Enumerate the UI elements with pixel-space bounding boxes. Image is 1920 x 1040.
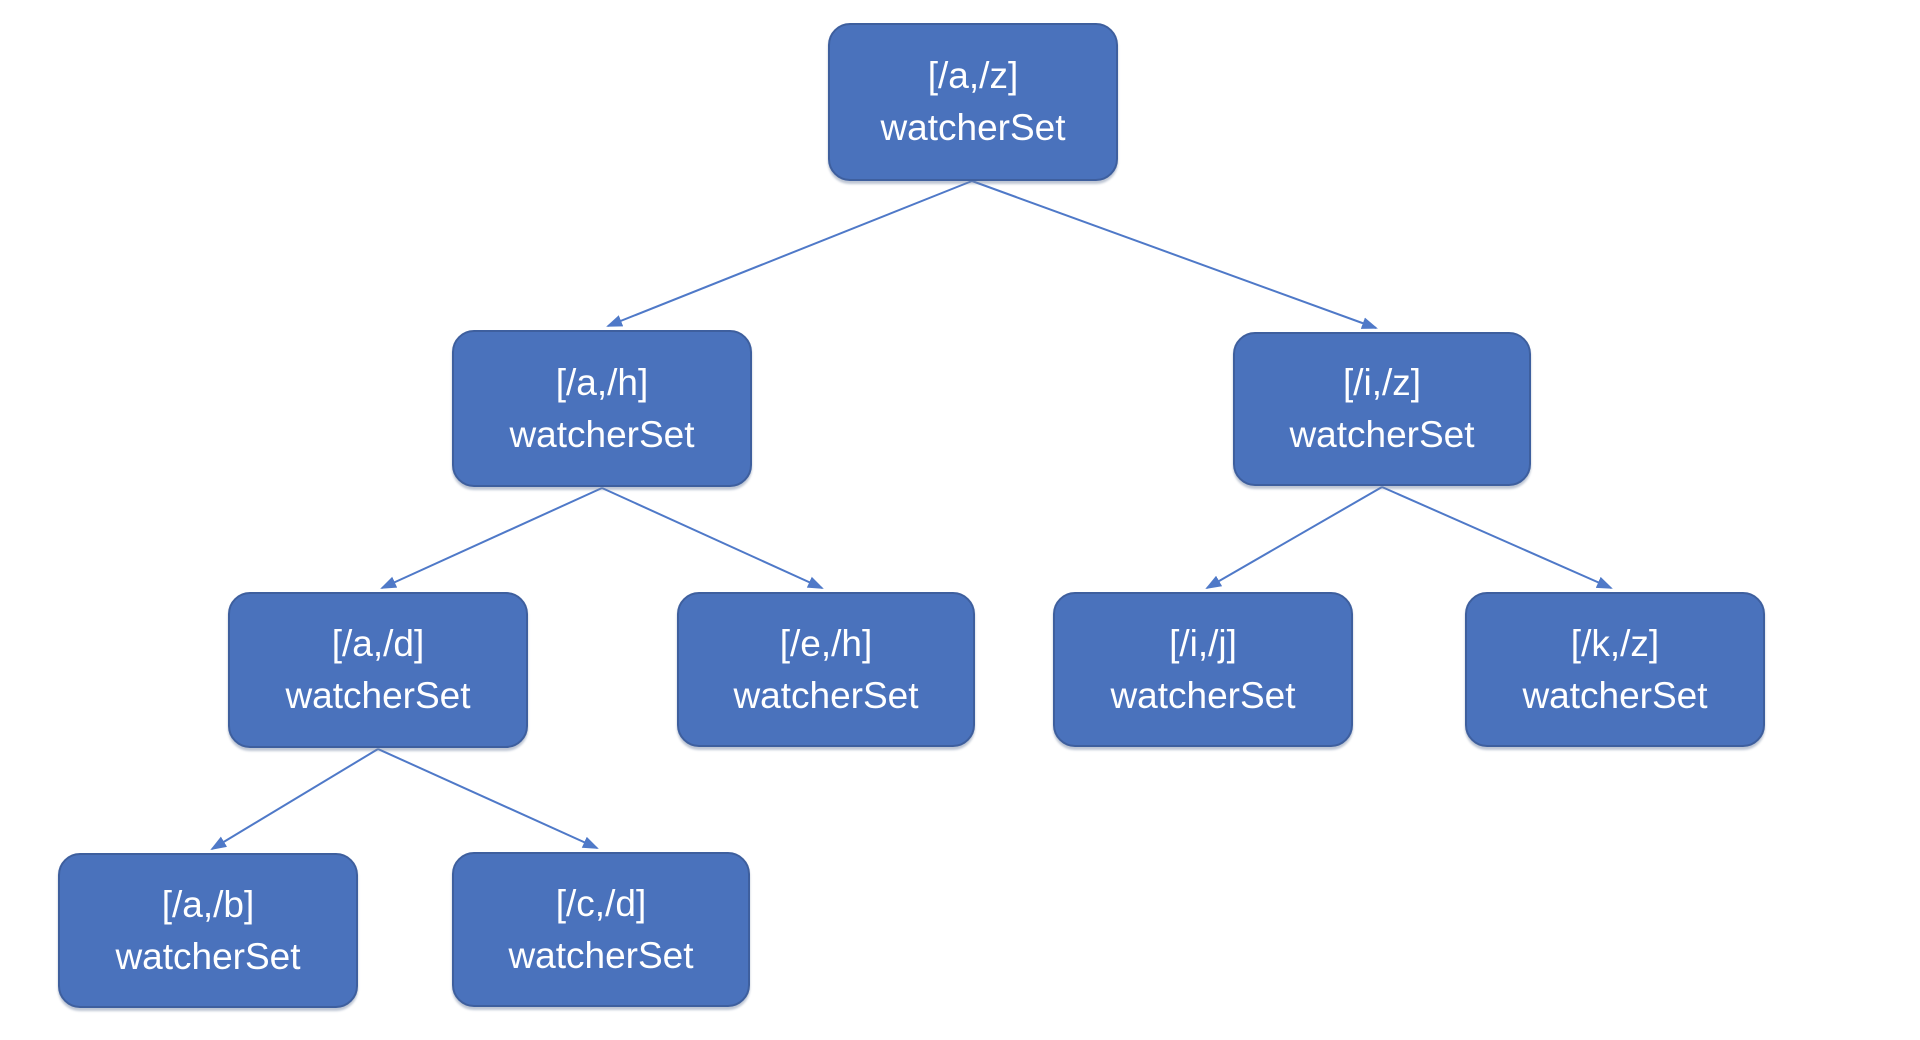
edge-a_z-to-i_z (971, 180, 1378, 329)
tree-node-i-z: [/i,/z] watcherSet (1233, 332, 1531, 486)
tree-node-a-h: [/a,/h] watcherSet (452, 330, 752, 487)
node-range: [/a,/d] (331, 623, 425, 664)
node-range: [/a,/h] (555, 361, 649, 403)
node-watcherset-label: watcherSet (1522, 674, 1708, 716)
edge-i_z-to-i_j (1205, 486, 1383, 589)
tree-node-k-z: [/k,/z] watcherSet (1465, 592, 1765, 747)
node-range: [/i,/z] (1342, 362, 1422, 403)
node-watcherset-label: watcherSet (733, 674, 919, 716)
tree-node-c-d: [/c,/d] watcherSet (452, 852, 750, 1007)
node-watcherset-label: watcherSet (285, 675, 471, 716)
edge-a_d-to-a_b (210, 748, 379, 851)
node-range: [/e,/h] (779, 622, 873, 664)
node-watcherset-label: watcherSet (509, 413, 695, 455)
edge-a_z-to-a_h (606, 180, 973, 327)
tree-node-a-b: [/a,/b] watcherSet (58, 853, 358, 1008)
tree-node-a-z: [/a,/z] watcherSet (828, 23, 1118, 181)
tree-node-i-j: [/i,/j] watcherSet (1053, 592, 1353, 747)
edge-i_z-to-k_z (1381, 486, 1613, 589)
node-watcherset-label: watcherSet (508, 934, 694, 976)
node-range: [/k,/z] (1570, 622, 1660, 664)
node-range: [/a,/b] (161, 883, 255, 925)
edge-a_h-to-e_h (601, 487, 824, 589)
node-watcherset-label: watcherSet (1289, 414, 1475, 455)
edge-a_h-to-a_d (380, 487, 603, 589)
node-watcherset-label: watcherSet (115, 935, 301, 977)
tree-node-e-h: [/e,/h] watcherSet (677, 592, 975, 747)
node-range: [/i,/j] (1169, 622, 1237, 664)
tree-node-a-d: [/a,/d] watcherSet (228, 592, 528, 748)
node-range: [/c,/d] (555, 882, 647, 924)
node-range: [/a,/z] (927, 55, 1019, 96)
edge-a_d-to-c_d (377, 748, 599, 849)
node-watcherset-label: watcherSet (1110, 674, 1296, 716)
node-watcherset-label: watcherSet (880, 107, 1066, 148)
